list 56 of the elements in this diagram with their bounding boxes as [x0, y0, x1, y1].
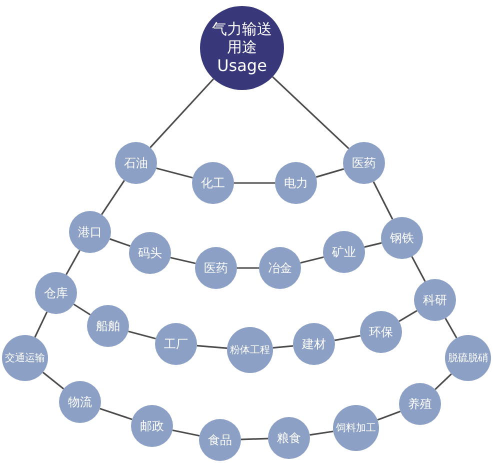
connector-line — [372, 181, 394, 220]
category-label: 交通运输 — [5, 352, 45, 364]
connector-line — [434, 373, 452, 390]
category-label: 医药 — [352, 156, 376, 170]
subtitle-text: Usage — [217, 56, 267, 76]
connector-line — [237, 267, 259, 269]
category-label: 仓库 — [44, 286, 68, 300]
connector-line — [300, 256, 324, 264]
connector-line — [334, 334, 360, 342]
category-label: 养殖 — [408, 397, 432, 411]
category-label: 粮食 — [277, 431, 301, 445]
connector-line — [100, 408, 132, 420]
category-label: 冶金 — [268, 261, 292, 275]
connector-line — [272, 345, 294, 349]
title-text: 气力输送用途 — [211, 20, 273, 56]
category-label: 科研 — [423, 293, 447, 307]
connector-line — [42, 372, 64, 390]
connector-line — [377, 410, 401, 421]
category-label: 石油 — [124, 156, 148, 170]
category-label: 食品 — [208, 433, 232, 447]
connector-line — [128, 330, 156, 340]
category-label: 港口 — [78, 225, 102, 239]
category-label: 电力 — [284, 176, 308, 190]
connector-line — [156, 168, 193, 178]
category-label: 脱硫脱硝 — [448, 352, 488, 364]
connector-line — [316, 168, 344, 178]
connector-line — [196, 344, 228, 349]
connector-line — [234, 182, 275, 184]
connector-line — [398, 310, 418, 322]
category-label: 饲料加工 — [336, 422, 376, 434]
connector-line — [411, 256, 426, 282]
connector-line — [170, 256, 196, 264]
connector-line — [66, 250, 80, 276]
connector-line — [272, 76, 350, 150]
category-label: 医药 — [204, 261, 228, 275]
connector-line — [100, 180, 126, 215]
category-label: 环保 — [369, 325, 393, 339]
category-label: 邮政 — [140, 419, 164, 433]
category-label: 建材 — [302, 337, 326, 351]
category-label: 钢铁 — [390, 231, 414, 245]
category-label: 矿业 — [332, 245, 356, 259]
connector-line — [110, 238, 130, 247]
connector-line — [150, 78, 214, 148]
connector-line — [364, 242, 382, 248]
connector-line — [172, 429, 200, 437]
connector-line — [310, 430, 334, 436]
connector-line — [444, 318, 458, 338]
category-label: 船舶 — [96, 319, 120, 333]
connector-line — [73, 304, 91, 316]
connector-line — [240, 438, 268, 440]
connector-line — [34, 312, 48, 338]
category-label: 工厂 — [164, 337, 188, 351]
category-label: 化工 — [201, 176, 225, 190]
category-label: 物流 — [68, 395, 92, 409]
category-label: 码头 — [138, 246, 162, 260]
category-label: 粉体工程 — [230, 344, 270, 356]
